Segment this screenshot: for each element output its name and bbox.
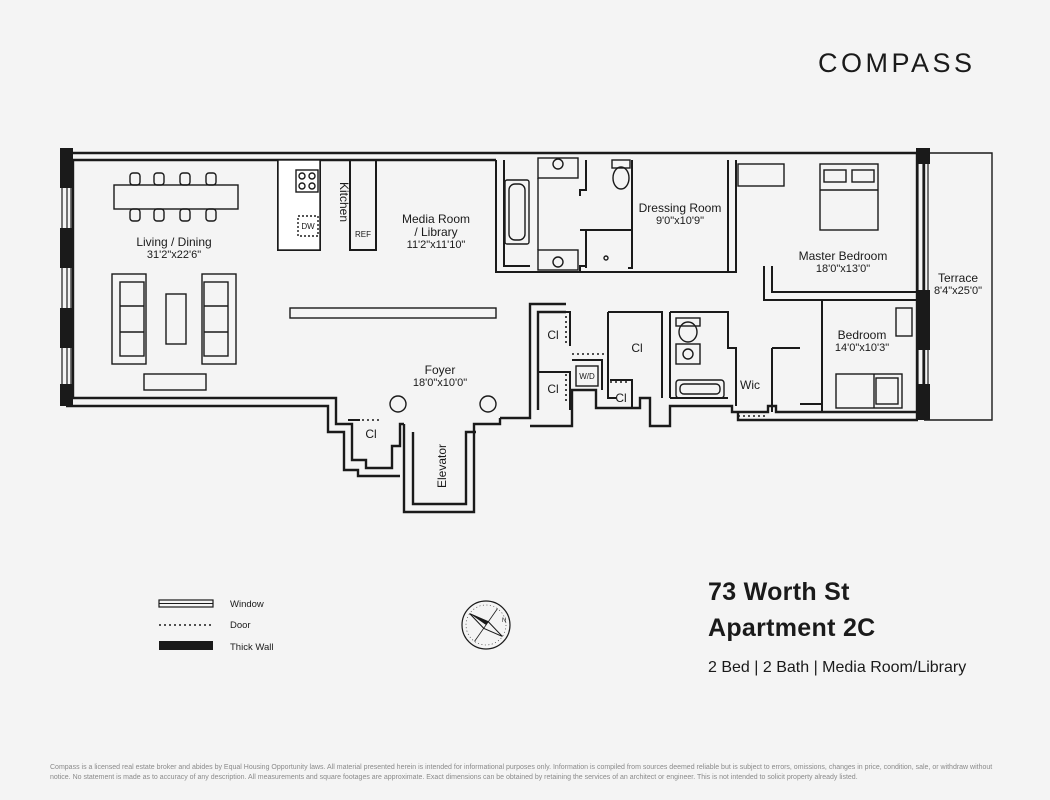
media-room-label-1: Media Room [402, 212, 470, 226]
listing-unit: Apartment 2C [708, 614, 876, 642]
listing-summary: 2 Bed | 2 Bath | Media Room/Library [708, 659, 967, 676]
media-room-dim: 11'2"x11'10" [407, 239, 466, 251]
dressing-room-label: Dressing Room [639, 201, 722, 215]
closet-label-foyer: Cl [365, 427, 376, 441]
closet-label-2: Cl [547, 382, 558, 396]
legend: Window Door Thick Wall [158, 599, 273, 653]
compass-rose-icon: N [461, 600, 511, 650]
bedroom-label: Bedroom [838, 328, 887, 342]
kitchen-label: Kitchen [337, 182, 351, 222]
media-room-label-2: / Library [414, 225, 457, 239]
legend-window-label: Window [230, 599, 264, 610]
living-dining-dim: 31'2"x22'6" [147, 249, 201, 261]
windows [61, 164, 929, 384]
foyer-dim: 18'0"x10'0" [413, 377, 467, 389]
legend-thick-wall: Thick Wall [159, 641, 273, 653]
dishwasher-label: DW [301, 222, 315, 231]
master-bedroom-label: Master Bedroom [799, 249, 888, 263]
legend-door-label: Door [230, 620, 251, 631]
furniture [111, 157, 913, 413]
dressing-room-dim: 9'0"x10'9" [656, 215, 704, 227]
legend-thick-wall-label: Thick Wall [230, 642, 273, 653]
closet-label-4: Cl [615, 391, 626, 405]
bedroom-dim: 14'0"x10'3" [835, 342, 889, 354]
legend-door: Door [159, 620, 251, 631]
washer-dryer-label: W/D [579, 372, 595, 381]
svg-text:N: N [502, 618, 506, 624]
listing-address: 73 Worth St [708, 578, 850, 606]
refrigerator-label: REF [355, 230, 371, 239]
closet-label-1: Cl [547, 328, 558, 342]
elevator-label: Elevator [435, 444, 449, 488]
thick-walls [60, 148, 930, 420]
closet-label-3: Cl [631, 341, 642, 355]
legend-window: Window [158, 599, 264, 610]
legal-disclaimer: Compass is a licensed real estate broker… [50, 764, 993, 781]
doors [362, 312, 823, 421]
wic-label: Wic [740, 378, 760, 392]
master-bedroom-dim: 18'0"x13'0" [816, 263, 870, 275]
room-labels: Living / Dining 31'2"x22'6" Kitchen DW R… [136, 182, 982, 488]
terrace-label: Terrace [938, 271, 978, 285]
foyer-label: Foyer [425, 363, 456, 377]
terrace-dim: 8'4"x25'0" [934, 285, 982, 297]
living-dining-label: Living / Dining [136, 235, 211, 249]
compass-logo: COMPASS [818, 48, 976, 78]
